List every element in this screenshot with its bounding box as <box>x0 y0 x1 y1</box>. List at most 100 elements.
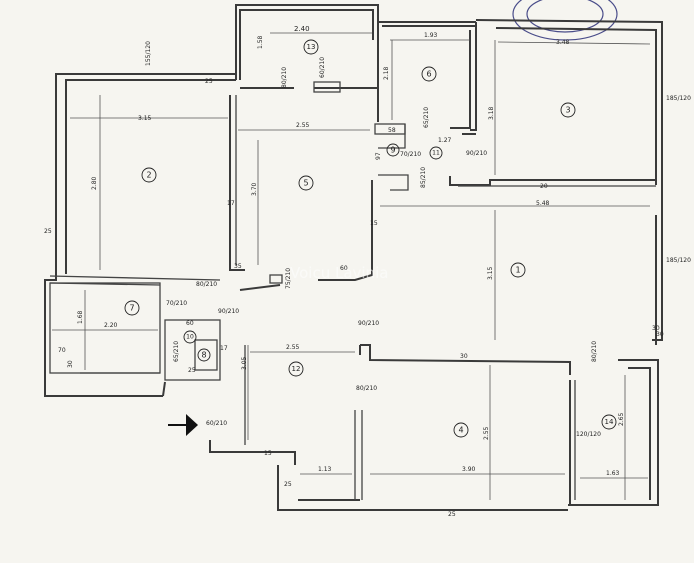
opening-label: 155/120 <box>145 41 152 66</box>
room-11-number: 11 <box>432 150 440 157</box>
room-2-marker: 2 <box>141 167 157 183</box>
dim-label: 2.18 <box>383 66 390 80</box>
dim-label: 3.90 <box>462 466 476 473</box>
room-14-number: 14 <box>605 418 614 426</box>
opening-label: 60/210 <box>206 420 227 427</box>
dim-label: 2.80 <box>91 176 98 190</box>
dim-label: 25 <box>284 481 292 488</box>
misc-label: 58 <box>388 127 396 134</box>
dim-label: 1.13 <box>318 466 332 473</box>
dim-label: 25 <box>205 78 213 85</box>
room-8-marker: 8 <box>197 348 211 362</box>
dim-label: 15 <box>370 220 378 227</box>
opening-label: 60/210 <box>319 57 326 78</box>
room-10-marker: 10 <box>183 330 197 344</box>
room-7-marker: 7 <box>124 300 140 316</box>
dim-label: 25 <box>448 511 456 518</box>
room-4-marker: 4 <box>453 422 469 438</box>
room-2-number: 2 <box>146 171 151 180</box>
room-6-marker: 6 <box>421 66 437 82</box>
opening-label: 185/120 <box>666 257 691 264</box>
dim-label: 1.58 <box>257 35 264 49</box>
opening-label: 75/210 <box>285 268 292 289</box>
dimension-lines <box>52 32 651 500</box>
dim-label: 3.05 <box>241 356 248 370</box>
room-3-marker: 3 <box>560 102 576 118</box>
dim-label: 25 <box>44 228 52 235</box>
dim-label: 17 <box>220 345 228 352</box>
dim-label: 30 <box>460 353 468 360</box>
opening-label: 65/210 <box>423 107 430 128</box>
dim-label: 17 <box>227 200 235 207</box>
dim-label: 3.70 <box>251 182 258 196</box>
room-12-number: 12 <box>292 365 301 373</box>
room-14-marker: 14 <box>601 414 617 430</box>
opening-label: 65/210 <box>173 341 180 362</box>
opening-labels: 155/120 185/120 185/120 120/120 80/210 6… <box>145 41 691 438</box>
dim-label: 30 <box>652 325 660 332</box>
entrance-arrow-icon <box>168 414 198 436</box>
dim-label: 70 <box>58 347 66 354</box>
room-1-marker: 1 <box>510 262 526 278</box>
misc-label: 25 <box>188 367 196 374</box>
misc-label: 60 <box>340 265 348 272</box>
dim-label: 1.93 <box>424 32 438 39</box>
dim-label: 2.65 <box>618 412 625 426</box>
room-6-number: 6 <box>426 70 431 79</box>
misc-labels: 58 97 60 60 35 25 <box>186 127 396 374</box>
room-1-number: 1 <box>515 266 520 275</box>
watermark-text: Voicu Lavinia <box>290 264 388 282</box>
opening-label: 90/210 <box>466 150 487 157</box>
room-8-number: 8 <box>201 351 206 360</box>
dim-label: 2.55 <box>483 426 490 440</box>
room-9-number: 9 <box>390 146 395 155</box>
misc-label: 97 <box>375 152 382 160</box>
dimension-labels: 2.40 1.58 1.93 3.48 3.15 2.80 2.55 3.70 … <box>44 25 664 518</box>
room-12-marker: 12 <box>288 361 304 377</box>
dim-label: 1.68 <box>77 310 84 324</box>
room-5-number: 5 <box>303 179 308 188</box>
dim-label: 1.27 <box>438 137 452 144</box>
dim-label: 3.18 <box>488 106 495 120</box>
dim-label: 30 <box>656 331 664 338</box>
room-markers: 1 2 3 4 5 6 7 8 9 10 11 12 13 14 <box>124 39 617 438</box>
dim-label: 3.15 <box>487 266 494 280</box>
dim-label: 2.20 <box>104 322 118 329</box>
dim-label: 3.15 <box>138 115 152 122</box>
misc-label: 60 <box>186 320 194 327</box>
room-7-number: 7 <box>129 304 134 313</box>
opening-label: 90/210 <box>358 320 379 327</box>
room-10-number: 10 <box>186 334 194 341</box>
room-4-number: 4 <box>458 426 463 435</box>
room-9-marker: 9 <box>386 143 400 157</box>
opening-label: 80/210 <box>281 67 288 88</box>
opening-label: 120/120 <box>576 431 601 438</box>
misc-label: 35 <box>234 263 242 270</box>
room-5-marker: 5 <box>298 175 314 191</box>
opening-label: 80/210 <box>356 385 377 392</box>
opening-label: 70/210 <box>400 151 421 158</box>
dim-label: 20 <box>540 183 548 190</box>
dim-label: 3.48 <box>556 39 570 46</box>
room-13-number: 13 <box>307 43 316 51</box>
dim-label: 2.55 <box>296 122 310 129</box>
dim-label: 30 <box>67 360 74 368</box>
exterior-walls <box>44 4 663 511</box>
stamp-seal <box>512 0 618 41</box>
dim-label: 2.40 <box>294 25 310 33</box>
interior-walls <box>49 30 656 505</box>
dim-label: 2.55 <box>286 344 300 351</box>
opening-label: 90/210 <box>218 308 239 315</box>
dim-label: 1.63 <box>606 470 620 477</box>
opening-label: 70/210 <box>166 300 187 307</box>
room-3-number: 3 <box>565 106 570 115</box>
dim-label: 5.48 <box>536 200 550 207</box>
opening-label: 85/210 <box>420 167 427 188</box>
dim-label: 15 <box>264 450 272 457</box>
opening-label: 80/210 <box>196 281 217 288</box>
room-11-marker: 11 <box>429 146 443 160</box>
room-13-marker: 13 <box>303 39 319 55</box>
opening-label: 80/210 <box>591 341 598 362</box>
